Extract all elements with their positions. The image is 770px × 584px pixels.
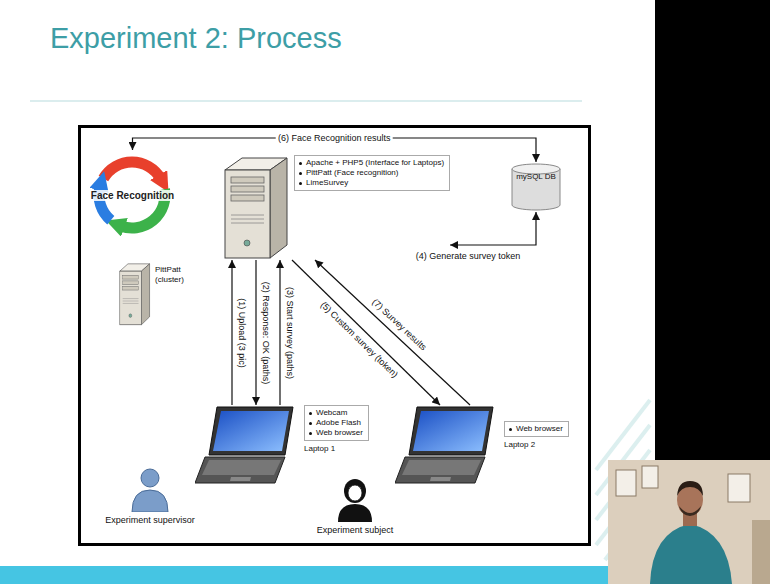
node-label: mySQL DB — [516, 172, 556, 212]
video-thumbnail — [608, 460, 770, 584]
bullet-item: Adobe Flash — [316, 418, 361, 428]
server-icon — [120, 264, 150, 325]
connector-arrow — [315, 260, 470, 405]
title-rule — [30, 100, 582, 102]
edge-label: (7) Survey results — [368, 296, 430, 355]
bullet-item: Apache + PHP5 (Interface for Laptops) — [306, 158, 444, 168]
bullet-dot — [299, 182, 302, 185]
connector-arrow — [255, 260, 256, 405]
bullet-dot — [309, 412, 312, 415]
bullet-list: WebcamAdobe FlashWeb browser — [304, 405, 369, 441]
bullet-item: Web browser — [316, 428, 363, 438]
bullet-item: Web browser — [516, 424, 563, 434]
node-label: Experiment subject — [317, 525, 394, 535]
web-server: Apache + PHP5 (Interface for Laptops)Pit… — [215, 155, 450, 260]
person-figure: Experiment supervisor — [90, 468, 210, 525]
dark-panel — [655, 0, 770, 460]
connector-arrow — [279, 260, 280, 405]
node-label: Face Recognition — [89, 190, 176, 201]
node-label: Experiment supervisor — [105, 515, 195, 525]
diagram-frame — [80, 127, 590, 545]
node-label: Laptop 2 — [504, 440, 535, 450]
person-figure: Experiment subject — [295, 478, 415, 535]
database-outline — [510, 162, 562, 212]
laptop: Web browserLaptop 2 — [395, 405, 569, 485]
bullet-item: Webcam — [316, 408, 347, 418]
edge-label: (2) Response: OK (paths) — [260, 279, 271, 386]
bullet-dot — [299, 162, 302, 165]
bullet-item: LimeSurvey — [306, 178, 348, 188]
slide-title: Experiment 2: Process — [50, 22, 342, 55]
database-cylinder: mySQL DB — [510, 162, 562, 212]
bullet-dot — [309, 422, 312, 425]
laptop-icon — [395, 407, 493, 483]
server-icon — [225, 158, 287, 258]
bullet-dot — [309, 432, 312, 435]
bullet-list: Apache + PHP5 (Interface for Laptops)Pit… — [294, 155, 450, 191]
person-icon — [338, 479, 372, 522]
person-icon — [132, 469, 168, 512]
connector-arrow — [292, 260, 440, 405]
bullet-item: PittPatt (Face recognition) — [306, 168, 398, 178]
connector-arrow — [231, 260, 232, 405]
connector-arrow — [450, 212, 536, 245]
bullet-dot — [509, 428, 512, 431]
bullet-dot — [299, 172, 302, 175]
footer-bar — [0, 566, 610, 584]
edge-label: (6) Face Recognition results — [276, 133, 393, 144]
edge-label: (4) Generate survey token — [414, 251, 523, 262]
cluster-server: PittPatt (cluster) — [115, 262, 201, 326]
bullet-list: Web browser — [504, 421, 569, 437]
edge-label: (3) Start survey (paths) — [284, 284, 295, 380]
node-label: PittPatt (cluster) — [155, 265, 201, 285]
laptop-icon — [195, 407, 293, 483]
edge-label: (1) Upload (3 pic) — [236, 296, 247, 370]
node-label: Laptop 1 — [304, 444, 335, 454]
face-recognition-node: Face Recognition — [85, 150, 180, 240]
laptop: WebcamAdobe FlashWeb browserLaptop 1 — [195, 405, 369, 485]
